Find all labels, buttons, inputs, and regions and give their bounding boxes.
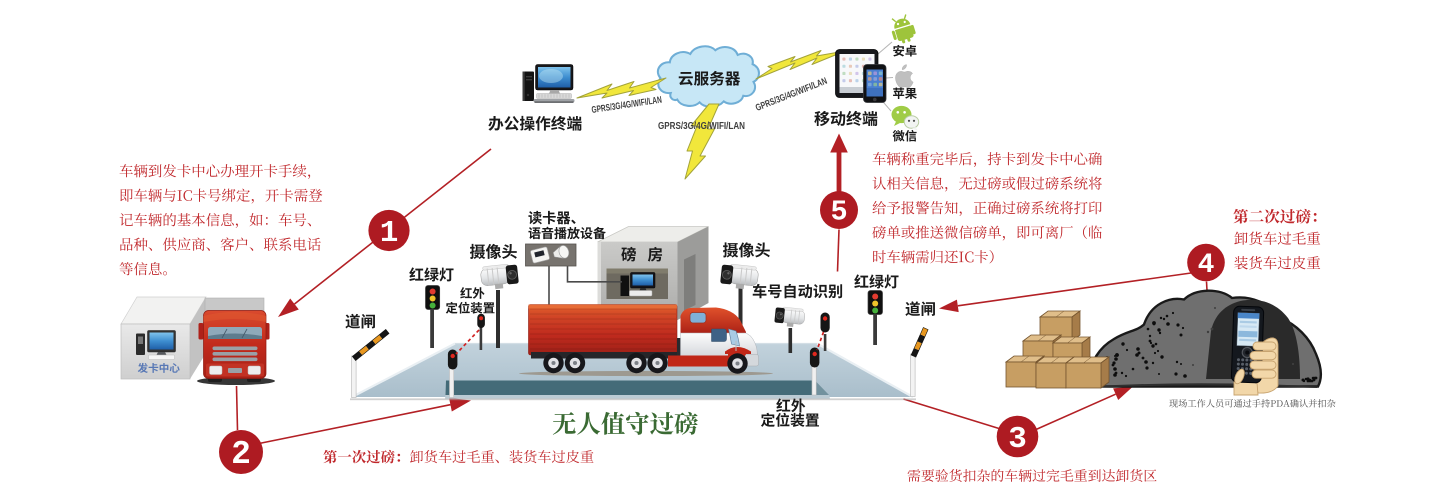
svg-text:2: 2 <box>231 436 251 473</box>
svg-text:5: 5 <box>830 196 847 229</box>
svg-text:1: 1 <box>380 216 399 251</box>
svg-text:3: 3 <box>1008 422 1027 457</box>
svg-text:4: 4 <box>1198 250 1215 281</box>
svg-text:GPRS/3G/4G/WIFI/LAN: GPRS/3G/4G/WIFI/LAN <box>658 120 745 132</box>
